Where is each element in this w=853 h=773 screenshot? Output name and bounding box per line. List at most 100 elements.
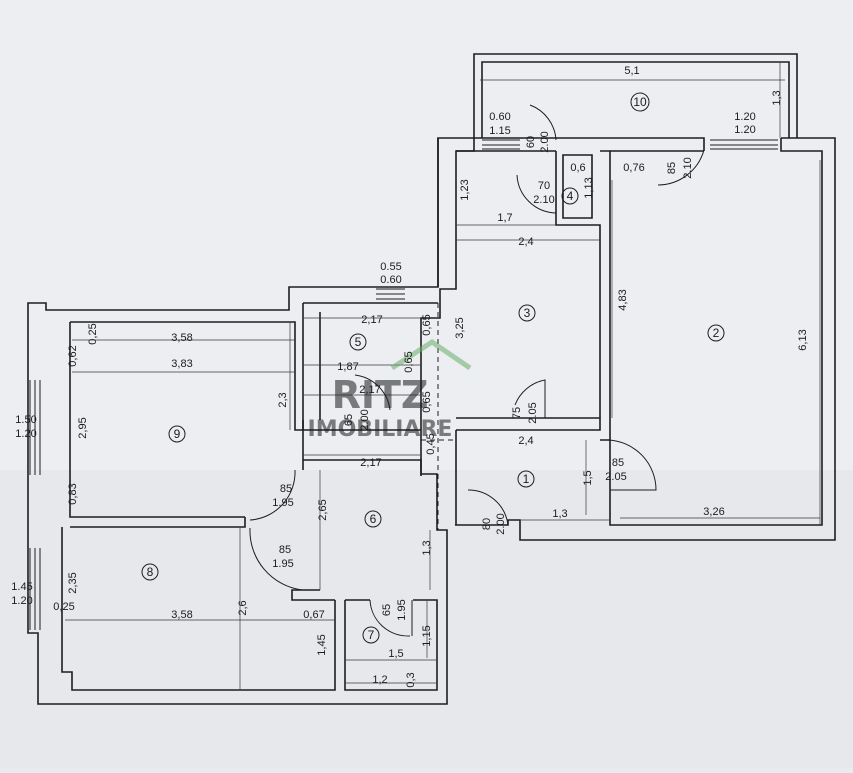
dim-115: 1,15 xyxy=(421,625,433,646)
room-8-number: 8 xyxy=(147,565,154,579)
dim-083: 0,83 xyxy=(67,483,79,504)
dim-13-b: 1,3 xyxy=(421,540,433,555)
dim-window-left8-b: 1.20 xyxy=(11,595,32,607)
dimension-lines xyxy=(65,62,821,690)
dim-door4-a: 70 xyxy=(538,180,550,192)
dim-balcony-width: 5,1 xyxy=(624,65,639,77)
walls xyxy=(27,53,836,705)
dim-383: 3,83 xyxy=(171,358,192,370)
dim-187: 1,87 xyxy=(337,361,358,373)
dim-326: 3,26 xyxy=(703,506,724,518)
dim-613: 6,13 xyxy=(797,329,809,350)
room-4: 4 xyxy=(561,187,579,205)
dim-17: 1,7 xyxy=(497,212,512,224)
dim-door8-b: 1.95 xyxy=(272,558,293,570)
dim-067: 0,67 xyxy=(303,609,324,621)
dashed-lines xyxy=(421,303,456,530)
room-10: 10 xyxy=(630,92,650,112)
watermark-sub: IMOBILIARE xyxy=(308,417,453,442)
dim-window-left8-a: 1.45 xyxy=(11,581,32,593)
dim-door7-b: 1.95 xyxy=(396,599,408,620)
dim-065-c: 0,65 xyxy=(421,391,433,412)
dim-076: 0,76 xyxy=(623,162,644,174)
dim-235: 2,35 xyxy=(67,572,79,593)
room-9-number: 9 xyxy=(174,427,181,441)
dim-window-left9-b: 1.20 xyxy=(15,428,36,440)
dim-24-top: 2,4 xyxy=(518,236,533,248)
room-6-number: 6 xyxy=(370,512,377,526)
room-7: 7 xyxy=(362,626,380,644)
watermark-roof-icon xyxy=(390,338,472,371)
room-7-number: 7 xyxy=(368,628,375,642)
room-markers: 1 2 3 4 5 6 7 8 9 10 xyxy=(141,92,725,644)
dim-025-a: 0,25 xyxy=(87,323,99,344)
dim-door4-b: 2.10 xyxy=(533,194,554,206)
dim-door8-a: 85 xyxy=(279,544,291,556)
dim-24-mid: 2,4 xyxy=(518,435,533,447)
dim-window-tl-a: 0.60 xyxy=(489,111,510,123)
dim-065-a: 0,65 xyxy=(421,314,433,335)
dim-265: 2,65 xyxy=(317,499,329,520)
dim-145: 1,45 xyxy=(316,634,328,655)
watermark: RITZ IMOBILIARE xyxy=(308,338,472,442)
room-2: 2 xyxy=(707,324,725,342)
dim-03: 0,3 xyxy=(405,672,417,687)
dim-123: 1,23 xyxy=(459,179,471,200)
dim-door1-a: 85 xyxy=(612,457,624,469)
dim-045: 0,45 xyxy=(425,433,437,454)
dim-15-b: 1,5 xyxy=(388,648,403,660)
dim-door1-b: 2.05 xyxy=(605,471,626,483)
dim-15: 1,5 xyxy=(582,470,594,485)
dim-065-b: 0,65 xyxy=(403,351,415,372)
room-9: 9 xyxy=(168,425,186,443)
room-5: 5 xyxy=(349,333,367,351)
room-2-number: 2 xyxy=(713,326,720,340)
dim-358-top: 3,58 xyxy=(171,332,192,344)
dim-door5-a: 65 xyxy=(343,414,355,426)
dim-door3-b: 2.05 xyxy=(527,402,539,423)
dimension-labels-vertical: 1,3 60 2.00 85 2.10 1,13 1,23 3,25 4,83 … xyxy=(67,90,809,687)
watermark-brand: RITZ xyxy=(332,373,429,417)
room-3-number: 3 xyxy=(524,306,531,320)
dim-483: 4,83 xyxy=(617,289,629,310)
dim-entrance-door-b: 2.00 xyxy=(495,513,507,534)
dim-12: 1,2 xyxy=(372,674,387,686)
dim-balcony-height: 1,3 xyxy=(771,90,783,105)
dim-window-055-a: 0.55 xyxy=(380,261,401,273)
dim-13-a: 1,3 xyxy=(552,508,567,520)
dim-025-b: 0,25 xyxy=(53,601,74,613)
dim-325: 3,25 xyxy=(454,317,466,338)
room-1-number: 1 xyxy=(523,472,530,486)
dim-06: 0,6 xyxy=(570,162,585,174)
dim-217-c: 2,17 xyxy=(360,457,381,469)
windows xyxy=(29,139,778,630)
dim-door9-a: 85 xyxy=(280,483,292,495)
dim-window-tl-b: 1.15 xyxy=(489,125,510,137)
dim-062: 0,62 xyxy=(67,345,79,366)
dim-door7-a: 65 xyxy=(381,604,393,616)
dim-door-85-a: 85 xyxy=(666,162,678,174)
room-4-number: 4 xyxy=(567,189,574,203)
dim-358-bottom: 3,58 xyxy=(171,609,192,621)
dim-113: 1,13 xyxy=(583,177,595,198)
dim-26: 2,6 xyxy=(237,600,249,615)
dim-217-a: 2,17 xyxy=(361,314,382,326)
dim-window-055-b: 0.60 xyxy=(380,274,401,286)
dim-door-b60-b: 2.00 xyxy=(539,131,551,152)
dim-entrance-door-a: 80 xyxy=(481,518,493,530)
dim-window-left9-a: 1.50 xyxy=(15,414,36,426)
room-8: 8 xyxy=(141,563,159,581)
dim-window-tr-a: 1.20 xyxy=(734,111,755,123)
dim-door9-b: 1.95 xyxy=(272,497,293,509)
dim-door-b60-a: 60 xyxy=(525,136,537,148)
dimension-labels: 5,1 0.60 1.15 1.20 1.20 0,76 0,6 70 2.10… xyxy=(11,65,755,686)
dim-door-85-b: 2.10 xyxy=(682,157,694,178)
room-1: 1 xyxy=(517,470,535,488)
dim-window-tr-b: 1.20 xyxy=(734,124,755,136)
dim-217-b: 2,17 xyxy=(359,384,380,396)
room-10-number: 10 xyxy=(633,95,647,109)
dim-door5-b: 2.00 xyxy=(359,409,371,430)
dim-23: 2,3 xyxy=(277,392,289,407)
